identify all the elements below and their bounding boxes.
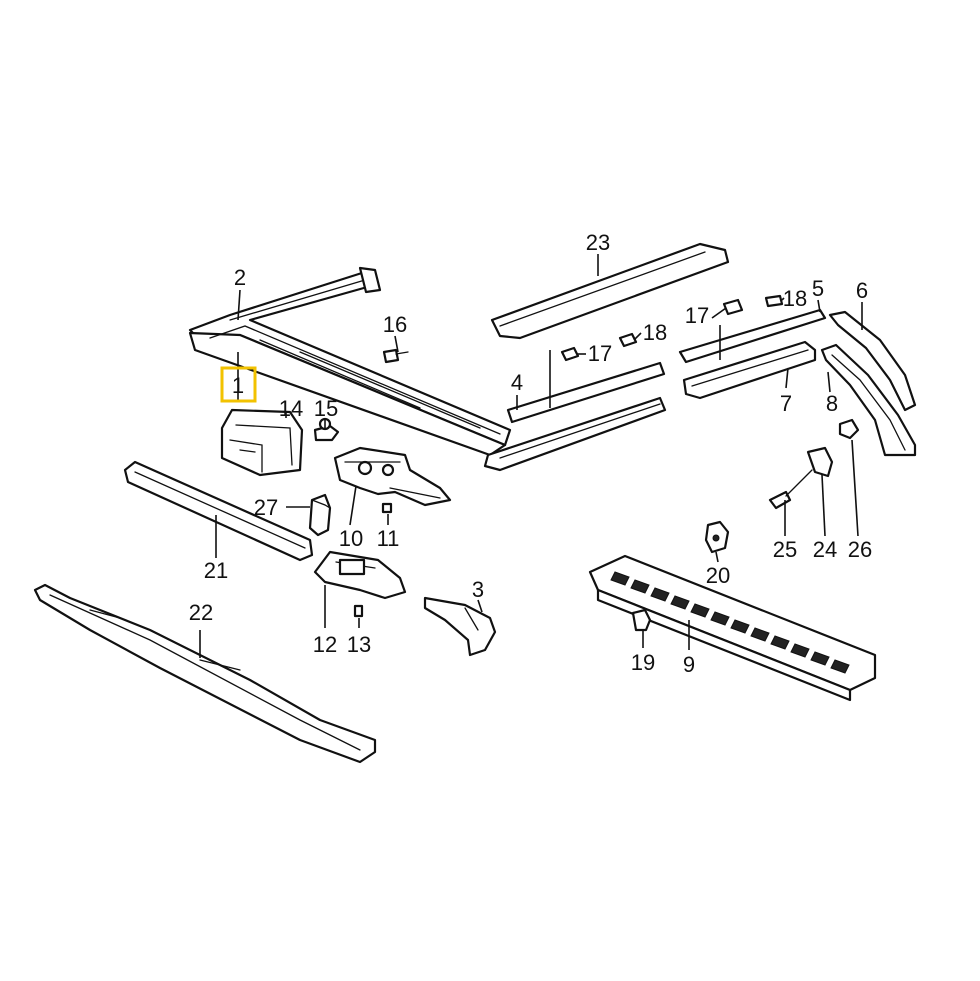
callout-19[interactable]: 19 bbox=[631, 650, 655, 675]
callout-15[interactable]: 15 bbox=[314, 396, 338, 421]
callout-20[interactable]: 20 bbox=[706, 563, 730, 588]
callout-26[interactable]: 26 bbox=[848, 537, 872, 562]
hinge-mechanism-part[interactable] bbox=[333, 446, 452, 507]
rubber-stop-part[interactable] bbox=[308, 493, 332, 537]
grille-slat bbox=[670, 595, 690, 610]
callout-11[interactable]: 11 bbox=[377, 526, 400, 551]
grille-slat bbox=[730, 619, 750, 634]
callout-4[interactable]: 4 bbox=[511, 370, 523, 395]
curved-seal-part[interactable] bbox=[820, 310, 917, 457]
grille-slat bbox=[830, 659, 850, 674]
roof-frame-part[interactable] bbox=[188, 266, 512, 457]
lower-plate-part[interactable] bbox=[313, 550, 407, 600]
grille-slat bbox=[610, 571, 630, 586]
callout-5[interactable]: 5 bbox=[812, 276, 824, 301]
top-cover-strip-part[interactable] bbox=[490, 242, 730, 340]
callout-7[interactable]: 7 bbox=[780, 391, 792, 416]
clip-part-20[interactable] bbox=[704, 520, 730, 554]
bottom-rail-part[interactable] bbox=[33, 583, 377, 764]
grille-slat bbox=[810, 651, 830, 666]
bracket-block-part[interactable] bbox=[220, 408, 304, 477]
small-bracket-part[interactable] bbox=[423, 596, 497, 657]
callout-17-b[interactable]: 17 bbox=[685, 303, 709, 328]
callout-13[interactable]: 13 bbox=[347, 632, 371, 657]
vent-grille-part[interactable] bbox=[588, 554, 877, 702]
grille-slat bbox=[690, 603, 710, 618]
fastener-parts[interactable] bbox=[768, 418, 860, 510]
leader-lines bbox=[199, 254, 863, 658]
callout-6[interactable]: 6 bbox=[856, 278, 868, 303]
callout-18-b[interactable]: 18 bbox=[783, 286, 807, 311]
callout-3[interactable]: 3 bbox=[472, 577, 484, 602]
highlight-box-part-1 bbox=[220, 366, 257, 403]
grille-slat bbox=[770, 635, 790, 650]
rail-seal-part[interactable] bbox=[678, 308, 827, 400]
grille-slat bbox=[710, 611, 730, 626]
callout-27[interactable]: 27 bbox=[254, 495, 278, 520]
callout-8[interactable]: 8 bbox=[826, 391, 838, 416]
small-screw-parts[interactable] bbox=[353, 502, 393, 618]
grille-slat bbox=[790, 643, 810, 658]
callout-18-a[interactable]: 18 bbox=[643, 320, 667, 345]
callout-10[interactable]: 10 bbox=[339, 526, 363, 551]
grille-slat bbox=[630, 579, 650, 594]
callout-21[interactable]: 21 bbox=[204, 558, 228, 583]
callout-2[interactable]: 2 bbox=[234, 265, 246, 290]
callout-17-a[interactable]: 17 bbox=[588, 341, 612, 366]
screw-part[interactable] bbox=[382, 348, 409, 364]
callout-23[interactable]: 23 bbox=[586, 230, 610, 255]
grille-slat bbox=[750, 627, 770, 642]
callout-14[interactable]: 14 bbox=[279, 396, 303, 421]
grille-slat bbox=[650, 587, 670, 602]
stud-part[interactable] bbox=[313, 417, 340, 442]
seal-tube-part[interactable] bbox=[123, 460, 314, 562]
clip-parts[interactable] bbox=[560, 294, 784, 362]
plug-part[interactable] bbox=[631, 608, 652, 632]
side-rail-part[interactable] bbox=[483, 361, 667, 472]
callout-22[interactable]: 22 bbox=[189, 600, 213, 625]
callout-1[interactable]: 1 bbox=[232, 373, 244, 398]
callout-25[interactable]: 25 bbox=[773, 537, 797, 562]
callout-16[interactable]: 16 bbox=[383, 312, 407, 337]
callout-12[interactable]: 12 bbox=[313, 632, 337, 657]
callout-9[interactable]: 9 bbox=[683, 652, 695, 677]
callout-24[interactable]: 24 bbox=[813, 537, 837, 562]
callout-labels: 1 2 3 4 5 6 7 8 9 10 11 12 13 14 15 16 1… bbox=[189, 230, 872, 677]
